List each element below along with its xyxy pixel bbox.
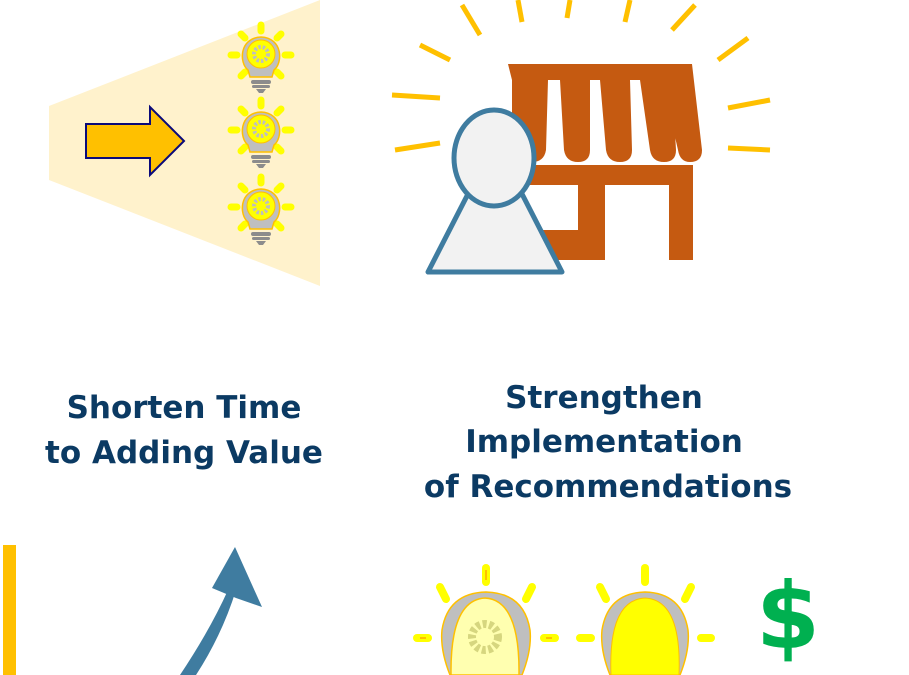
person-icon: [425, 107, 565, 275]
shorten-time-illustration: [49, 0, 320, 286]
sun-rays: [391, 0, 771, 153]
dollar-sign-icon: $: [756, 563, 820, 670]
strengthen-caption-line-3: of Recommendations: [424, 469, 792, 505]
shorten-caption-line-2: to Adding Value: [45, 435, 323, 471]
strengthen-caption-line-1: Strengthen: [505, 380, 703, 416]
yellow-bar: [3, 545, 16, 675]
curved-up-arrow-icon: [180, 547, 262, 675]
strengthen-caption-line-2: Implementation: [465, 424, 743, 460]
right-arrow-icon: [85, 104, 186, 178]
lightbulb-with-gear-icon: [413, 564, 559, 675]
lightbulb-icon: [576, 564, 715, 675]
shorten-caption-line-1: Shorten Time: [67, 390, 302, 426]
strengthen-illustration: [391, 0, 771, 275]
